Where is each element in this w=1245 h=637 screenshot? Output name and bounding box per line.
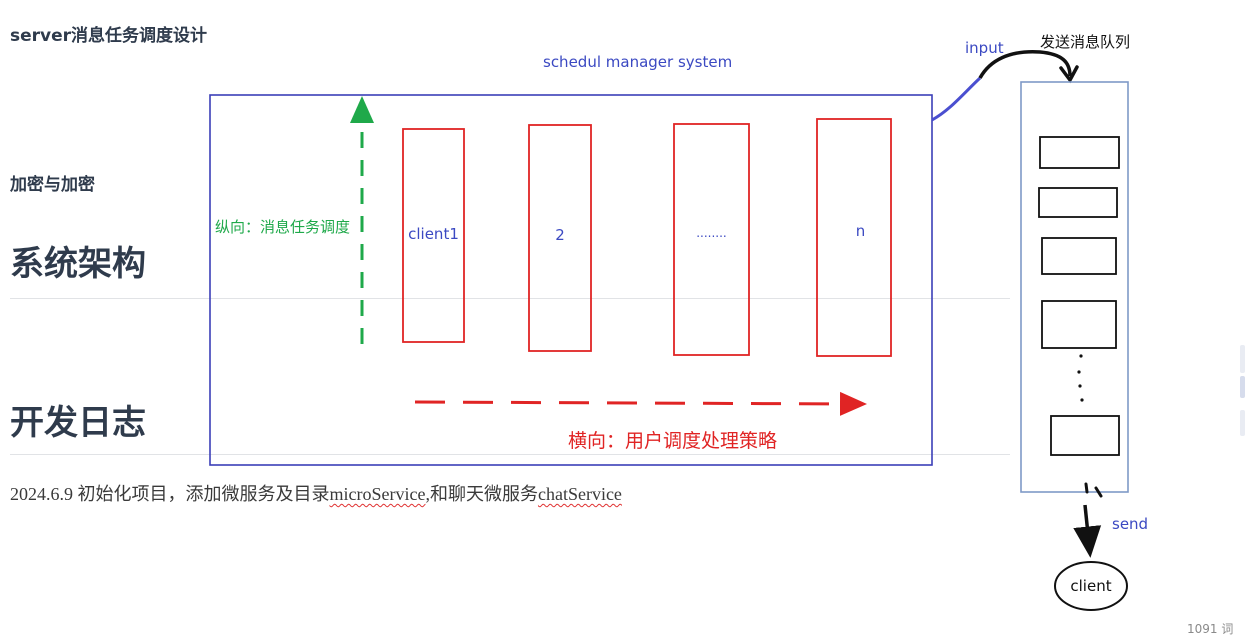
horizontal-axis-label: 横向：用户调度处理策略 [568,430,778,452]
vertical-axis-label: 纵向：消息任务调度 [215,218,351,236]
queue-item[interactable] [1050,415,1120,456]
word-count: 1091 词 [1187,622,1234,636]
queue-item[interactable] [1039,136,1120,169]
send-label: send [1112,515,1149,533]
spellcheck-word[interactable]: chatService [537,484,622,504]
ellipsis-dot [1080,398,1084,402]
input-label: input [965,39,1004,57]
system-box[interactable] [209,94,933,466]
send-arrow [1073,504,1102,558]
scroll-tab[interactable] [1240,410,1245,436]
queue-item[interactable] [1041,237,1117,275]
queue-label: 发送消息队列 [1040,33,1131,51]
column-box-3[interactable] [673,123,750,356]
column-box-4[interactable] [816,118,892,357]
input-curve [978,50,1072,79]
section-heading-server[interactable]: server消息任务调度设计 [10,26,208,46]
client-label: client [1070,577,1112,595]
input-arrowhead [1059,65,1079,84]
column-box-2[interactable] [528,124,592,352]
section-divider [10,298,1010,299]
system-to-queue-connector [931,76,982,122]
ellipsis-dot [1079,354,1083,358]
system-title: schedul manager system [543,53,733,71]
ellipsis-dot [1077,370,1081,374]
queue-item[interactable] [1041,300,1117,349]
horizontal-arrow [414,391,867,416]
ellipsis-dot [1078,384,1082,388]
column-label-client1: client1 [408,225,459,243]
spellcheck-word[interactable]: microService [329,484,426,504]
column-box-1[interactable] [402,128,465,343]
devlog-entry-prefix: 2024.6.9 初始化项目，添加微服务及目录 [10,484,330,504]
section-heading-crypto[interactable]: 加密与加密 [10,175,95,195]
section-heading-devlog[interactable]: 开发日志 [10,403,146,443]
section-heading-architecture[interactable]: 系统架构 [10,244,146,284]
send-stroke [1084,482,1089,494]
scroll-tab[interactable] [1240,376,1245,398]
column-label-2: 2 [555,226,565,244]
section-divider [10,454,1010,455]
devlog-entry-middle: ,和聊天微服务 [425,484,538,504]
queue-item[interactable] [1038,187,1118,218]
devlog-entry[interactable]: 2024.6.9 初始化项目，添加微服务及目录microService,和聊天微… [10,480,622,506]
column-label-ellipsis: ........ [696,226,727,240]
send-stroke [1094,486,1103,498]
client-node[interactable] [1054,561,1128,611]
column-label-n: n [855,222,866,240]
scroll-tab[interactable] [1240,345,1245,373]
message-queue-box[interactable] [1020,81,1129,493]
